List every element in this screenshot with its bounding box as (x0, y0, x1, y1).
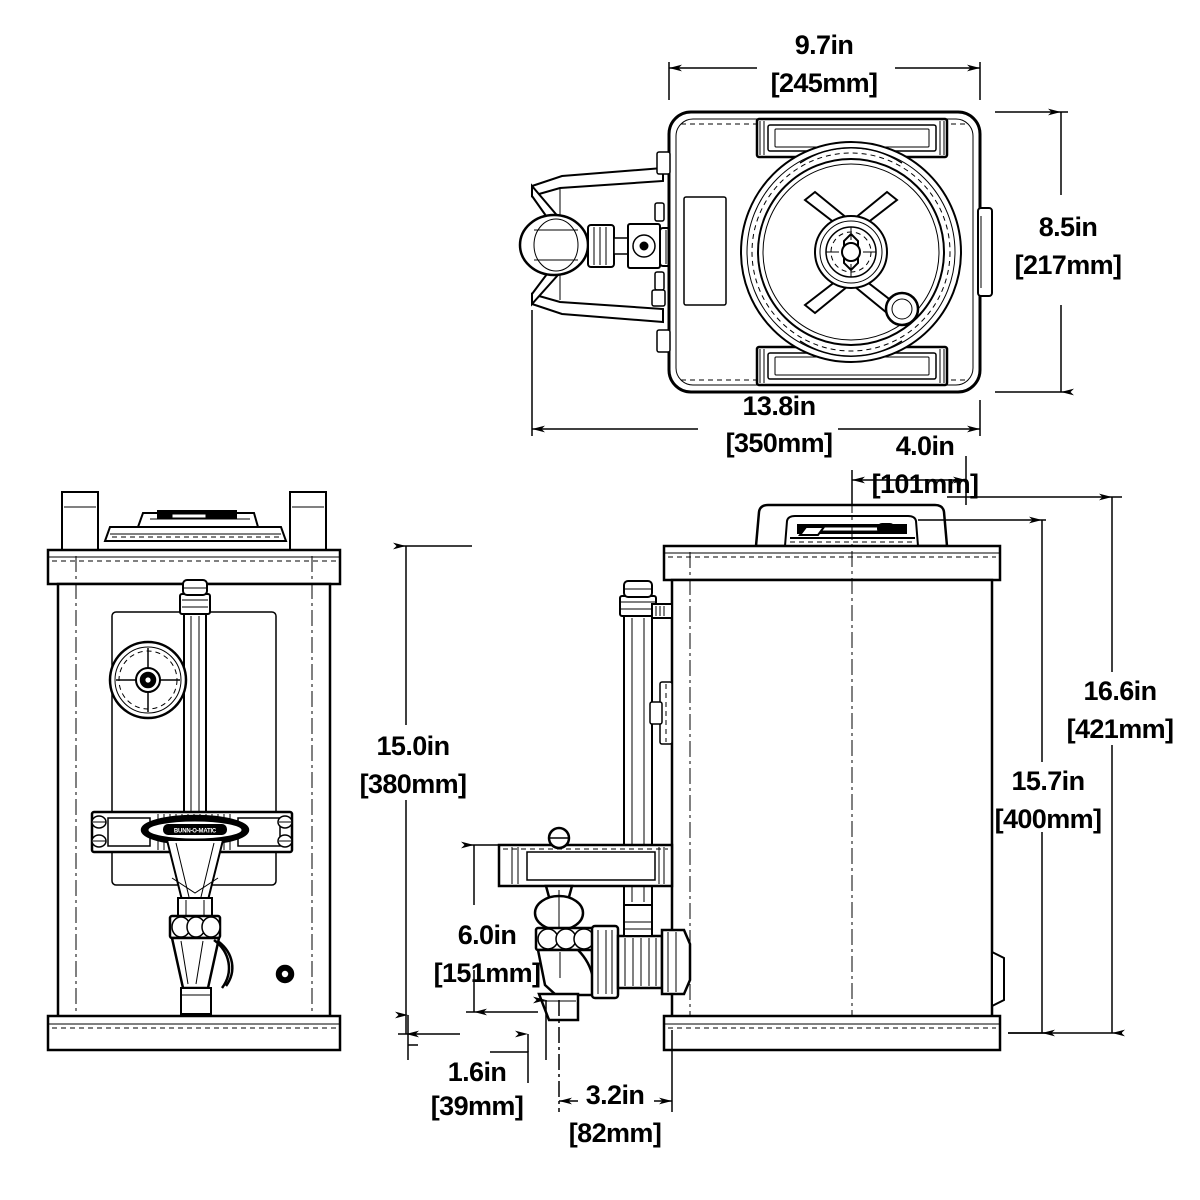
front-base (46, 1014, 342, 1052)
front-lid (103, 510, 288, 542)
dim-height-lid-top: 15.7in [400mm] (918, 516, 1102, 1037)
dim-height-body: 15.0in [380mm] (360, 542, 472, 1038)
dim-base-offset: 1.6in [39mm] (395, 996, 547, 1121)
top-view (518, 110, 993, 394)
front-dial-gauge (108, 640, 188, 720)
top-view-handle-top (755, 117, 949, 159)
dim-height-body-imperial: 15.0in (377, 731, 450, 761)
dim-lid-width-metric: [101mm] (872, 469, 979, 499)
front-faucet: BUNN-O-MATIC (140, 814, 250, 1015)
front-top-collar (46, 548, 342, 586)
dim-height-overall-metric: [421mm] (1067, 714, 1174, 744)
dim-depth-overall: 8.5in [217mm] (995, 108, 1122, 396)
side-top-collar (662, 544, 1002, 582)
front-post-left (61, 491, 99, 551)
front-post-right (289, 491, 327, 551)
dim-width-imperial: 9.7in (795, 30, 854, 60)
dim-height-lid-imperial: 15.7in (1012, 766, 1085, 796)
faucet-badge-plate (163, 824, 227, 835)
dim-lid-width: 4.0in [101mm] (851, 431, 979, 505)
side-handle-bar (497, 826, 674, 888)
dim-lid-width-imperial: 4.0in (896, 431, 955, 461)
dim-faucet-clearance: 6.0in [151mm] (434, 841, 541, 1016)
dim-base-offset-imperial: 1.6in (448, 1057, 507, 1087)
dim-height-body-metric: [380mm] (360, 769, 467, 799)
top-view-faucet (518, 202, 679, 307)
dim-width-overall: 9.7in [245mm] (668, 30, 981, 100)
dim-base-offset-metric: [39mm] (431, 1091, 523, 1121)
faucet-badge-text: BUNN-O-MATIC (174, 829, 217, 835)
dim-depth-faucet-metric: [350mm] (726, 428, 833, 458)
dim-faucet-offset: 3.2in [82mm] (558, 1000, 673, 1148)
dim-width-metric: [245mm] (771, 68, 878, 98)
front-drain-port (275, 964, 295, 984)
dim-height-overall: 16.6in [421mm] (947, 493, 1174, 1037)
dim-height-lid-metric: [400mm] (995, 804, 1102, 834)
faucet-nut (168, 914, 222, 940)
dim-faucet-clearance-metric: [151mm] (434, 958, 541, 988)
dim-faucet-clearance-imperial: 6.0in (458, 920, 517, 950)
dim-faucet-offset-imperial: 3.2in (586, 1080, 645, 1110)
dim-faucet-offset-metric: [82mm] (569, 1118, 661, 1148)
side-faucet-nut (534, 926, 600, 952)
front-view: BUNN-O-MATIC (46, 491, 342, 1052)
dim-depth-faucet-imperial: 13.8in (743, 391, 816, 421)
dim-depth-metric: [217mm] (1015, 250, 1122, 280)
dim-depth-with-faucet: 13.8in [350mm] (531, 310, 981, 458)
side-view (497, 470, 1005, 1052)
side-faucet (533, 884, 692, 1022)
side-base (662, 1014, 1002, 1052)
dim-depth-imperial: 8.5in (1039, 212, 1098, 242)
top-view-lid (740, 141, 962, 363)
dim-height-overall-imperial: 16.6in (1084, 676, 1157, 706)
